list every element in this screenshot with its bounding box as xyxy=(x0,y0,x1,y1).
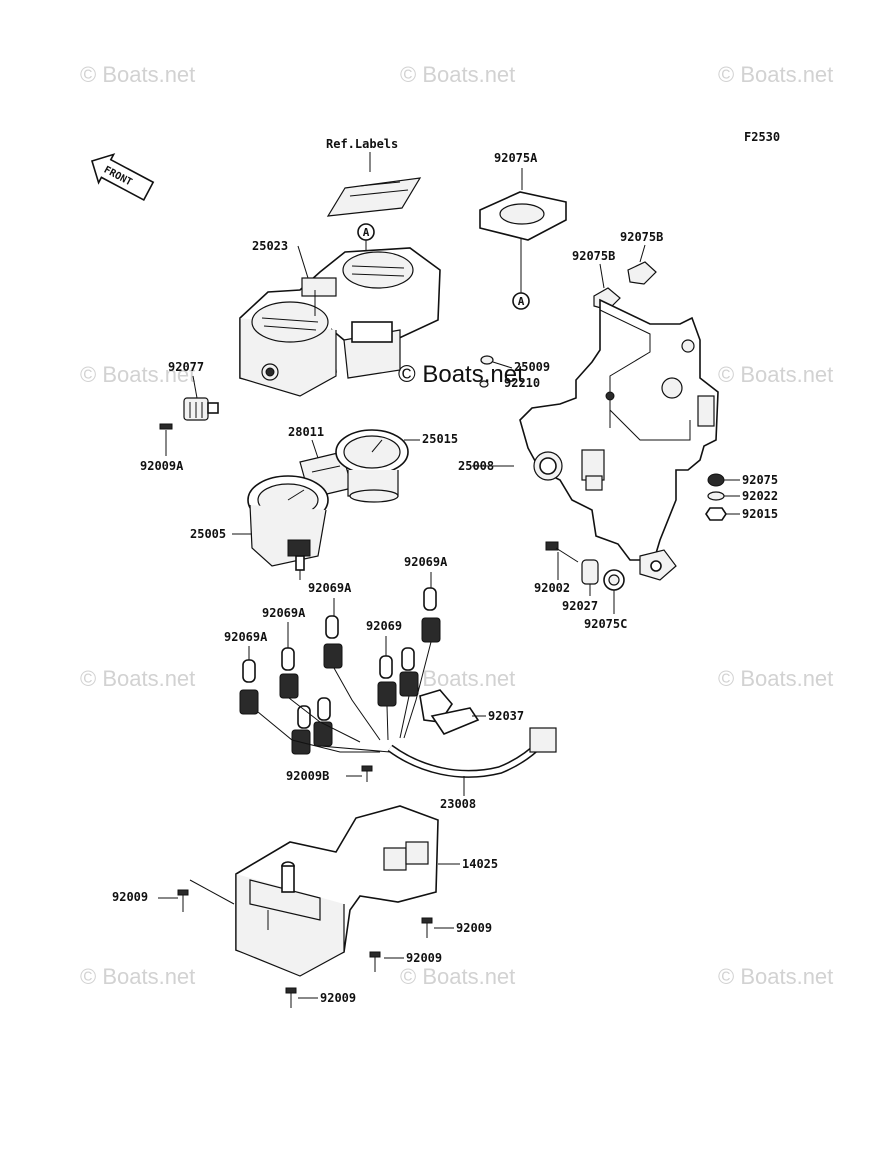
bulb-socket-group xyxy=(239,572,557,778)
callout-92210: 92210 xyxy=(504,376,540,390)
screw-92009-right: 92009 xyxy=(421,917,492,938)
bolt-92002: 92002 xyxy=(534,541,579,595)
callout-92009: 92009 xyxy=(320,991,356,1005)
washer-92022: 92022 xyxy=(707,489,778,503)
collar-92027: 92027 xyxy=(562,559,599,613)
ref-labels-part: Ref.Labels xyxy=(326,137,422,217)
callout-92037: 92037 xyxy=(488,709,524,723)
ref-marker-a: A xyxy=(363,226,370,239)
watermark: © Boats.net xyxy=(400,62,515,87)
callout-23008: 23008 xyxy=(440,797,476,811)
washer-25009: 25009 xyxy=(480,355,550,374)
grommet-92075B-b: 92075B xyxy=(572,249,621,311)
watermark: © Boats.net xyxy=(80,666,195,691)
screw-92009B: 92009B xyxy=(286,765,373,783)
screw-92009-mid: 92009 xyxy=(369,951,442,972)
watermark: © Boats.net xyxy=(718,362,833,387)
nut-92015: 92015 xyxy=(705,507,778,521)
callout-92022: 92022 xyxy=(742,489,778,503)
center-watermark: © Boats.net xyxy=(398,361,524,388)
callout-92069A: 92069A xyxy=(404,555,448,569)
callout-25008: 25008 xyxy=(458,459,494,473)
callout-25015: 25015 xyxy=(422,432,458,446)
watermark: © Boats.net xyxy=(718,666,833,691)
ref-labels-text: Ref.Labels xyxy=(326,137,398,151)
callout-92077: 92077 xyxy=(168,360,204,374)
callout-92009B: 92009B xyxy=(286,769,329,783)
callout-92075: 92075 xyxy=(742,473,778,487)
callout-92027: 92027 xyxy=(562,599,598,613)
front-arrow: FRONT xyxy=(90,153,155,201)
callout-92069: 92069 xyxy=(366,619,402,633)
screw-92210: 92210 xyxy=(479,376,540,390)
clamp-92037: 92037 xyxy=(472,709,524,723)
callout-25023: 25023 xyxy=(252,239,288,253)
callout-92075B: 92075B xyxy=(620,230,663,244)
callout-92015: 92015 xyxy=(742,507,778,521)
screw-92009-bottom: 92009 xyxy=(285,987,356,1008)
watermark: © Boats.net xyxy=(718,964,833,989)
callout-92069A: 92069A xyxy=(308,581,352,595)
callout-92009: 92009 xyxy=(406,951,442,965)
grommet-92075C: 92075C xyxy=(584,569,627,631)
cover-14025: 14025 xyxy=(235,805,498,977)
callout-92075B: 92075B xyxy=(572,249,615,263)
meter-25005: 25005 xyxy=(190,475,329,580)
watermark: © Boats.net xyxy=(718,62,833,87)
ref-marker-a: A xyxy=(518,295,525,308)
figure-code: F2530 xyxy=(744,130,780,144)
callout-92075C: 92075C xyxy=(584,617,627,631)
callout-92009: 92009 xyxy=(456,921,492,935)
callout-92009: 92009 xyxy=(112,890,148,904)
watermark: © Boats.net xyxy=(80,362,195,387)
watermark-layer: © Boats.net © Boats.net © Boats.net © Bo… xyxy=(80,62,833,989)
watermark: © Boats.net xyxy=(80,964,195,989)
grommet-92075: 92075 xyxy=(707,473,778,487)
callout-28011: 28011 xyxy=(288,425,324,439)
screw-92009-left: 92009 xyxy=(112,879,235,912)
bracket-25008: 25008 xyxy=(458,298,719,581)
gauge-25015: 25015 xyxy=(335,429,458,503)
callout-14025: 14025 xyxy=(462,857,498,871)
grommet-92075B-a: 92075B xyxy=(620,230,663,285)
callout-92069A: 92069A xyxy=(262,606,306,620)
screw-92009A: 92009A xyxy=(140,423,184,473)
callout-92075A: 92075A xyxy=(494,151,538,165)
callout-92009A: 92009A xyxy=(140,459,184,473)
watermark: © Boats.net xyxy=(80,62,195,87)
screw-92077: 92077 xyxy=(168,360,219,421)
meter-housing-25023 xyxy=(239,247,441,397)
grommet-92075A: 92075A xyxy=(479,151,567,241)
callout-25005: 25005 xyxy=(190,527,226,541)
callout-25009: 25009 xyxy=(514,360,550,374)
watermark: © Boats.net xyxy=(400,964,515,989)
callout-92069A: 92069A xyxy=(224,630,268,644)
callout-92002: 92002 xyxy=(534,581,570,595)
